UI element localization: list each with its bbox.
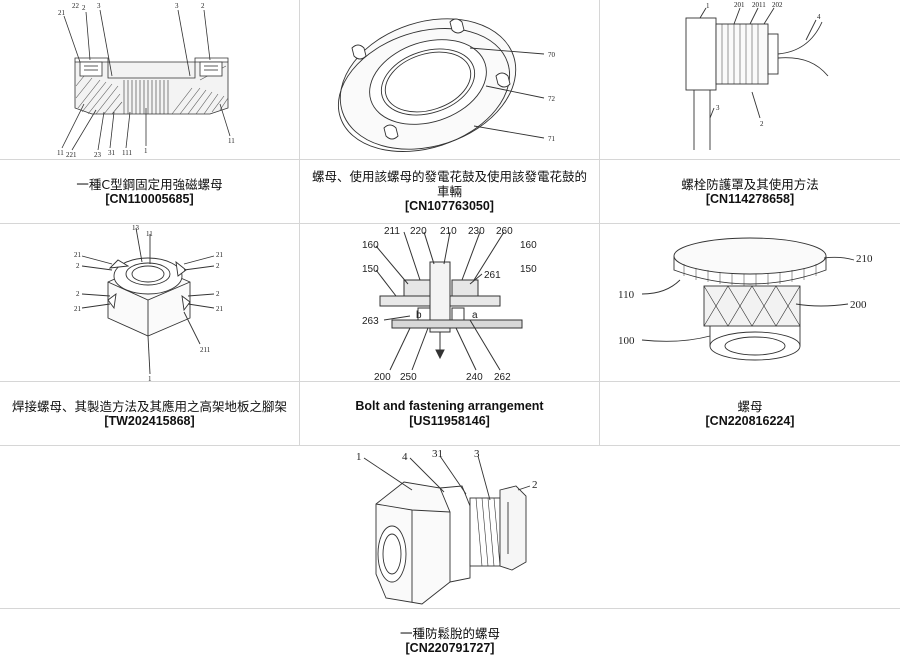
patent-drawing-4: 13 11 21 2 21 2 2 2 21 21 211 1 (0, 224, 299, 382)
ref-label: 211 (200, 346, 211, 354)
ref-label: 110 (618, 289, 635, 301)
ref-label: 3 (97, 2, 101, 10)
patent-card-4[interactable]: 13 11 21 2 21 2 2 2 21 21 211 1 焊接螺母、其製造… (0, 224, 300, 446)
ref-label: 1 (144, 147, 148, 155)
ref-label: 3 (474, 448, 480, 460)
ref-label: 2 (76, 290, 80, 298)
ref-label: 150 (520, 264, 537, 275)
ref-label: b (416, 310, 422, 321)
patent-title: Bolt and fastening arrangement (355, 399, 543, 414)
ref-label: 202 (772, 1, 783, 9)
patent-title: 螺母 (737, 399, 762, 414)
patent-caption-2: 螺母、使用該螺母的發電花鼓及使用該發電花鼓的車輛 [CN107763050] (300, 159, 599, 223)
patent-card-3[interactable]: 1 201 2011 202 4 3 2 螺栓防護罩及其使用方法 [CN1142… (600, 0, 900, 224)
patent-caption-1: 一種C型鋼固定用強磁螺母 [CN110005685] (0, 159, 299, 223)
ref-label: 3 (716, 104, 720, 112)
ref-label: 2 (216, 262, 220, 270)
ref-label: 210 (856, 253, 873, 265)
patent-title: 一種防鬆脫的螺母 (400, 626, 500, 641)
patent-caption-7: 一種防鬆脫的螺母 [CN220791727] (0, 608, 900, 672)
ref-label: 11 (146, 230, 153, 238)
patent-drawing-6: 210 200 110 100 (600, 224, 900, 382)
patent-number[interactable]: [US11958146] (409, 414, 490, 429)
patent-number[interactable]: [CN114278658] (706, 192, 794, 207)
ref-label: 4 (402, 451, 408, 463)
ref-label: 210 (440, 226, 457, 237)
ref-label: 150 (362, 264, 379, 275)
patent-drawing-2: 70 72 71 (300, 0, 599, 160)
patent-title: 一種C型鋼固定用強磁螺母 (76, 177, 222, 192)
ref-label: 21 (216, 305, 224, 313)
ref-label: 263 (362, 316, 379, 327)
ref-label: 1 (706, 2, 710, 10)
ref-label: 22 (72, 2, 80, 10)
patent-drawing-7: 1 4 31 3 2 (0, 446, 900, 608)
patent-number[interactable]: [CN107763050] (405, 199, 494, 214)
ref-label: 261 (484, 270, 501, 281)
ref-label: 2 (201, 2, 205, 10)
ref-label: 2 (532, 479, 538, 491)
ref-label: 160 (362, 240, 379, 251)
ref-label: 201 (734, 1, 745, 9)
ref-label: 70 (548, 51, 556, 59)
patent-card-7[interactable]: 1 4 31 3 2 一種防鬆脫的螺母 [CN220791727] (0, 446, 900, 672)
patent-drawing-3: 1 201 2011 202 4 3 2 (600, 0, 900, 160)
ref-label: 3 (175, 2, 179, 10)
ref-label: 11 (228, 137, 235, 145)
ref-label: 72 (548, 95, 556, 103)
ref-label: 111 (122, 149, 132, 157)
ref-label: 23 (94, 151, 102, 159)
ref-label: 2011 (752, 1, 766, 9)
ref-label: 21 (216, 251, 224, 259)
ref-label: a (472, 310, 478, 321)
ref-label: 2 (82, 4, 86, 12)
patent-caption-4: 焊接螺母、其製造方法及其應用之高架地板之腳架 [TW202415868] (0, 381, 299, 445)
patent-card-6[interactable]: 210 200 110 100 螺母 [CN220816224] (600, 224, 900, 446)
ref-label: 4 (817, 13, 821, 21)
ref-label: 160 (520, 240, 537, 251)
ref-label: 260 (496, 226, 513, 237)
ref-label: 31 (108, 149, 116, 157)
patent-number[interactable]: [CN220791727] (406, 641, 495, 656)
ref-label: 21 (58, 9, 66, 17)
ref-label: 71 (548, 135, 556, 143)
ref-label: 2 (760, 120, 764, 128)
ref-label: 13 (132, 224, 140, 232)
patent-caption-5: Bolt and fastening arrangement [US119581… (300, 381, 599, 445)
patent-title: 螺栓防護罩及其使用方法 (681, 177, 819, 192)
ref-label: 200 (850, 299, 867, 311)
ref-label: 11 (57, 149, 64, 157)
patent-title: 焊接螺母、其製造方法及其應用之高架地板之腳架 (12, 399, 287, 414)
ref-label: 31 (432, 448, 443, 460)
ref-label: 211 (384, 226, 400, 237)
ref-label: 100 (618, 335, 635, 347)
ref-label: 2 (216, 290, 220, 298)
patent-number[interactable]: [CN110005685] (105, 192, 193, 207)
patent-card-2[interactable]: 70 72 71 螺母、使用該螺母的發電花鼓及使用該發電花鼓的車輛 [CN107… (300, 0, 600, 224)
ref-label: 230 (468, 226, 485, 237)
patent-caption-3: 螺栓防護罩及其使用方法 [CN114278658] (600, 159, 900, 223)
patent-card-1[interactable]: 21 2 3 3 2 22 11 221 23 31 111 1 11 一種C型… (0, 0, 300, 224)
ref-label: 2 (76, 262, 80, 270)
ref-label: 21 (74, 305, 82, 313)
patent-caption-6: 螺母 [CN220816224] (600, 381, 900, 445)
patent-drawing-1: 21 2 3 3 2 22 11 221 23 31 111 1 11 (0, 0, 299, 160)
patent-card-5[interactable]: 211 220 210 230 260 160 160 150 150 261 … (300, 224, 600, 446)
patent-number[interactable]: [TW202415868] (104, 414, 194, 429)
ref-label: 220 (410, 226, 427, 237)
patent-number[interactable]: [CN220816224] (706, 414, 795, 429)
patent-drawing-5: 211 220 210 230 260 160 160 150 150 261 … (300, 224, 599, 382)
patent-title: 螺母、使用該螺母的發電花鼓及使用該發電花鼓的車輛 (306, 169, 593, 199)
ref-label: 221 (66, 151, 77, 159)
ref-label: 21 (74, 251, 82, 259)
ref-label: 1 (356, 451, 362, 463)
